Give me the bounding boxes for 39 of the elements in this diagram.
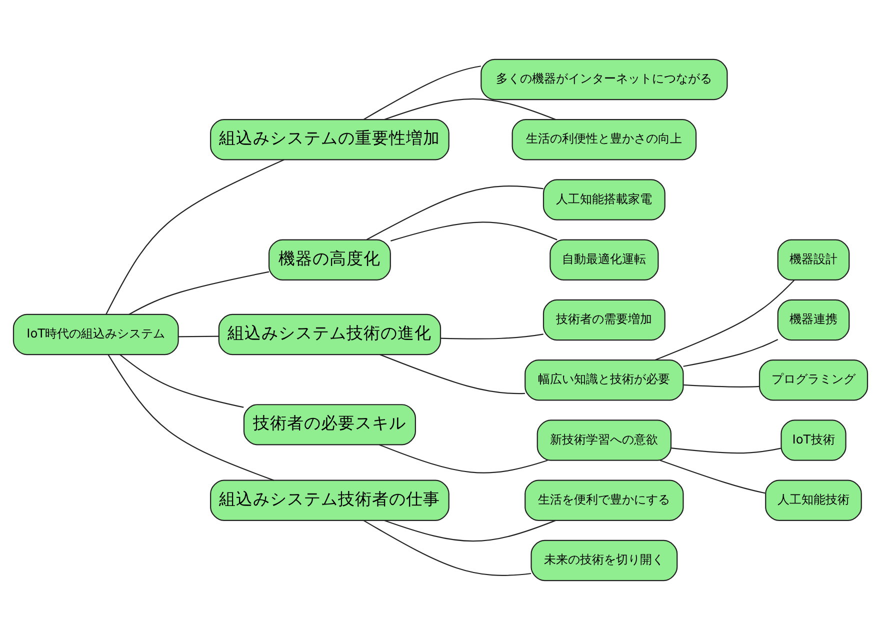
connector [654, 280, 794, 361]
node-box: 組込みシステム技術の進化 [218, 314, 441, 356]
node-box: 技術者の需要増加 [542, 299, 665, 341]
connector [440, 334, 543, 340]
node-box: 生活の利便性と豊かさの向上 [511, 119, 696, 160]
node-box: 機器設計 [776, 239, 850, 280]
node-box: 組込みシステム技術者の仕事 [210, 480, 449, 521]
node-box: 幅広い知識と技術が必要 [524, 360, 684, 401]
connector [660, 460, 765, 494]
node-box: 自動最適化運転 [549, 239, 658, 280]
connector [670, 448, 780, 454]
connector [390, 222, 557, 242]
node-box: 多くの機器がインターネットにつながる [480, 58, 728, 100]
node-box: IoT技術 [780, 420, 846, 461]
connector [362, 66, 481, 120]
node-box: 技術者の必要スキル [242, 404, 416, 446]
connector [105, 159, 284, 315]
connector [384, 98, 556, 120]
node-box: 新技術学習への意欲 [536, 420, 672, 461]
node-box: IoT時代の組込みシステム [12, 314, 178, 356]
connector [362, 520, 531, 576]
connector [178, 336, 218, 338]
connector [682, 339, 778, 367]
node-box: 未来の技術を切り開く [530, 540, 678, 582]
node-box: 機器の高度化 [268, 239, 390, 280]
node-box: 生活を便利で豊かにする [524, 480, 684, 521]
connector [366, 186, 543, 240]
connector [384, 520, 556, 542]
connector [683, 384, 759, 388]
connector [107, 354, 274, 481]
node-box: 人工知能搭載家電 [542, 179, 665, 220]
node-box: 人工知能技術 [764, 480, 862, 521]
node-box: 機器連携 [776, 299, 850, 341]
node-box: 組込みシステムの重要性増加 [210, 119, 449, 160]
connector [378, 444, 548, 474]
node-box: プログラミング [758, 360, 868, 401]
connector [128, 271, 269, 315]
connector [379, 354, 524, 394]
connector [119, 354, 244, 408]
